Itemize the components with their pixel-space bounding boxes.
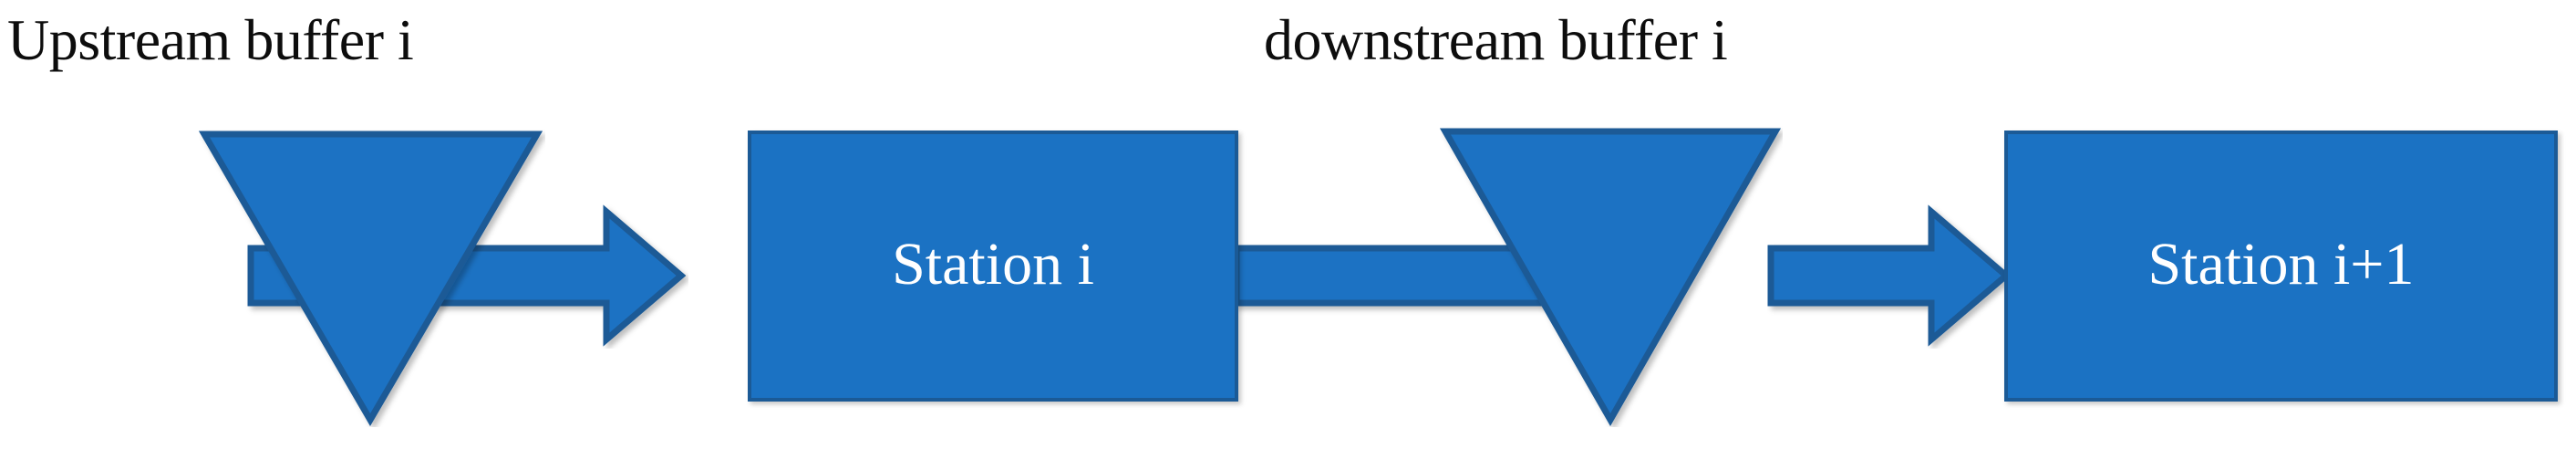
downstream-buffer-label: downstream buffer i [1264, 7, 1728, 72]
station-i-node[interactable]: Station i [748, 131, 1238, 402]
downstream-buffer-triangle [1440, 128, 1782, 427]
station-i-plus-1-node[interactable]: Station i+1 [2004, 131, 2558, 402]
upstream-buffer-triangle [199, 131, 543, 426]
flow-arrow-downstream-to-station-i-plus-1 [1767, 204, 2012, 347]
station-i-label: Station i [892, 230, 1094, 298]
station-i-plus-1-label: Station i+1 [2147, 230, 2415, 298]
upstream-buffer-label: Upstream buffer i [7, 7, 414, 72]
